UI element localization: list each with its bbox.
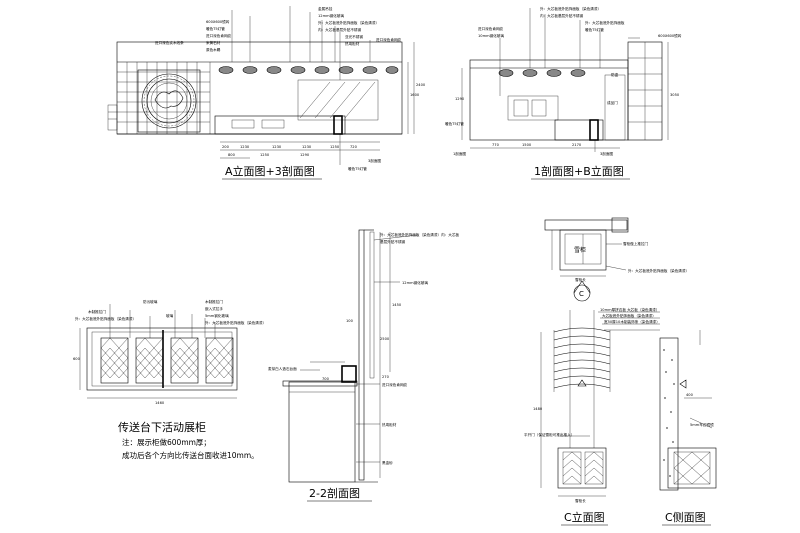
cab-label: 嵌入式拉手 [205,306,223,311]
c-label: 外：大芯板底外贴饰面板（染色清漆） [628,268,689,273]
c-elevation: 雪柜 雪柜长 雪柜做上推拉门 外：大芯板底外贴饰面板（染色清漆） C [544,217,689,302]
b-label: 进口深色肯网纹 [478,26,504,31]
s22-dim: 700 [322,377,330,381]
b-label: 成品门 [607,100,618,105]
a-label: 600X600镜砖 [206,19,230,24]
section-b-labels: 外：大芯板底外贴饰面板（染色清漆） 内：大芯板基层外贴不锈钢 进口深色肯网纹 1… [445,6,682,180]
cab-dim: 1460 [155,401,165,405]
b-label: 暖色T5灯管 [585,27,604,32]
c-elevation-counter: 雪柜长 1480 10mm厚拼边板 大芯板（染色清漆） 大芯板底外贴饰面板（染色… [524,307,660,526]
a-label: 进口深色肯网纹 [206,33,232,38]
a-label: 亚光不锈钢 [345,34,363,39]
marker-c-label: C [579,290,584,298]
s22-dim: 100 [346,319,354,323]
a-label: 热弯柜材 [345,41,360,46]
b-label: 外：大芯板底外贴饰面板 [585,20,625,25]
elevation-a [107,6,415,165]
a-label: 进口深色实木线条 [155,40,184,45]
a-label: 外：大芯板底外贴饰面板（染色清漆） [318,20,379,25]
a-label: 进口深色肯网纹 [376,37,402,42]
title-c-side: C侧面图 [665,511,706,524]
c-label: 平开门（保证雪柜可推出推入） [524,432,574,437]
b-dim: 2170 [572,143,582,147]
display-cabinet: 防污玻璃 外：大芯板底外贴饰面板（染色清漆） 木制推拉门 玻璃 木制推拉门 嵌入… [73,299,266,460]
s22-dim: 2500 [380,337,390,341]
b-label: 内：大芯板基层外贴不锈钢 [540,13,584,18]
cab-label: 玻璃 [166,313,174,318]
c-side-dim: 400 [686,393,694,397]
c-label: 雪柜长 [575,498,586,503]
c-side: 400 5mm车边镜镜 C侧面图 [659,330,717,526]
c-side-label: 5mm车边镜镜 [690,422,714,427]
a-label: 米黄石材 [206,40,221,45]
a-dim: 1290 [300,153,310,157]
a-label: 内：大芯板基层外贴不锈钢 [318,27,362,32]
a-dim: 1600 [410,93,420,97]
c-label: 大芯板底外贴饰面板（染色清漆） [602,313,656,318]
a-dim: 1250 [260,153,270,157]
a-dim: 2400 [416,83,426,87]
b-label: 外：大芯板底外贴饰面板（染色清漆） [540,6,601,11]
cab-label: 木制推拉门 [205,299,223,304]
a-dim: 200 [222,145,230,149]
a-dim: 720 [350,145,358,149]
b-label: 10mm钢化玻璃 [478,33,504,38]
s22-dim: 270 [382,375,390,379]
c-label: 雪柜做上推拉门 [623,241,649,246]
cab-label: 外：大芯板底外贴饰面板（染色清漆） [205,320,266,325]
b-dim: 1290 [455,97,465,101]
title-b: 1剖面图+B立面图 [534,164,624,178]
cab-label: 防污玻璃 [143,299,158,304]
s22-dim: 1450 [392,303,402,307]
a-label: 金属吊挂 [318,6,333,11]
b-label: 3剖面图 [600,151,613,156]
s22-label: 12mm钢化玻璃 [402,280,428,285]
s22-label: 进口深色肯网纹 [382,382,408,387]
s22-label: 热弯柜材 [382,422,397,427]
b-dim: 770 [492,143,500,147]
b-label: 600X600镜砖 [658,33,682,38]
c-dim: 1480 [533,407,543,411]
cab-label: 外：大芯板底外贴饰面板（染色清漆） [75,316,136,321]
c-label: 10mm厚拼边板 大芯板（染色清漆） [600,307,659,312]
s22-label: 外：大芯板底外贴饰面板（染色清漆）内：大芯板 [380,232,459,237]
b-dim: 3050 [670,93,680,97]
a-label: 原色木踢 [206,47,221,52]
a-dim: 1230 [272,145,282,149]
elevation-a-labels: 米黄石材 原色木踢 暖色T5灯管 进口深色肯网纹 600X600镜砖 进口深色实… [155,6,426,180]
b-label: 1剖面图 [453,151,466,156]
c-label: 雪柜长 [575,277,586,282]
cab-dim: 600 [73,357,81,361]
b-label: 防盗 [611,72,619,77]
b-label: 暖色T5灯管 [445,121,464,126]
cab-label: 5mm钢化玻璃 [205,313,229,318]
s22-label: 基层外贴不锈钢 [380,239,406,244]
a-dim: 1250 [330,145,340,149]
s22-label: 黑金砂 [382,460,393,465]
a-dim: 1230 [302,145,312,149]
note-line-1: 注：展示柜做600mm厚； [122,437,211,447]
a-dim: 1230 [240,145,250,149]
c-label: 雪柜 [574,246,586,254]
a-label: 暖色T5灯管 [348,166,367,171]
a-label: 3剖面图 [368,158,381,163]
cab-label: 木制推拉门 [88,309,106,314]
title-c-elev: C立面图 [564,510,605,524]
note-line-2: 成功后各个方向比传送台面收进10mm。 [122,450,259,460]
a-label: 12mm钢化玻璃 [318,13,344,18]
title-2-2: 2-2剖面图 [309,486,360,500]
section-b [461,8,669,152]
s22-label: 麦芽白人造石台面 [268,366,297,371]
title-cabinet: 传送台下活动展柜 [118,420,206,434]
section-2-2: 外：大芯板底外贴饰面板（染色清漆）内：大芯板 基层外贴不锈钢 12mm钢化玻璃 … [268,229,459,502]
a-label: 暖色T5灯管 [206,26,225,31]
a-dim: 800 [228,153,236,157]
c-label: 宽50厚10木制装饰条（染色清漆） [604,319,660,324]
title-a: A立面图+3剖面图 [225,164,315,178]
b-dim: 1500 [522,143,532,147]
